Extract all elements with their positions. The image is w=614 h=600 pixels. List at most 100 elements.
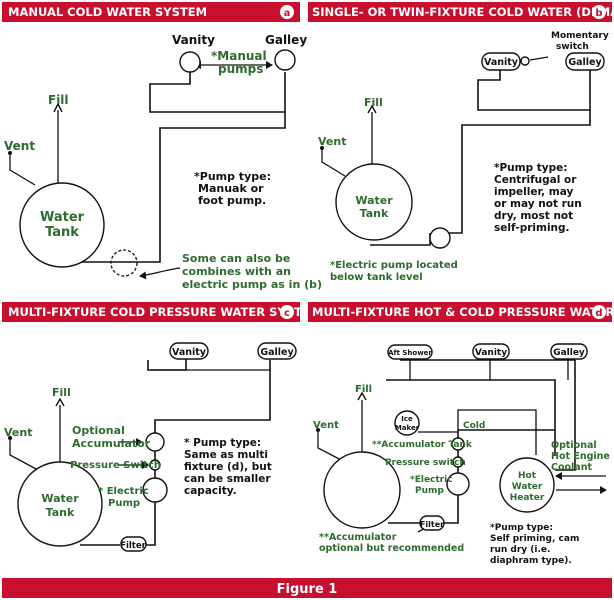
panel-a-manual-pumps-label: *Manual xyxy=(211,49,267,63)
panel-a-pump-type-3: foot pump. xyxy=(198,194,266,207)
panel-d-vent-cap-icon xyxy=(316,428,320,432)
panel-b-vanity-branch xyxy=(477,70,590,111)
panel-c-vanity-label: Vanity xyxy=(172,347,207,358)
panel-d-title: MULTI-FIXTURE HOT & COLD PRESSURE WATER xyxy=(312,305,614,319)
panel-c-accumulator xyxy=(145,432,165,452)
panel-c-vanity-fixture xyxy=(169,342,209,360)
panel-b-pump-note-2: below tank level xyxy=(330,272,423,283)
panel-a-note-arrow xyxy=(139,267,181,280)
panel-a-tank-label-2: Tank xyxy=(45,225,79,240)
panel-a-note-3: electric pump as in (b) xyxy=(182,278,322,291)
panel-a-manual-pumps-label-2: pumps xyxy=(218,62,263,76)
panel-b-vent-cap-icon xyxy=(320,146,324,150)
panel-d-aft-shower-fixture xyxy=(387,344,433,360)
panel-c-vent-label: Vent xyxy=(4,426,32,439)
panel-c-pressure-switch-label: Pressure Switch xyxy=(70,460,161,471)
panel-d-pump-label-1: *Electric xyxy=(410,475,453,485)
panel-d-hot-supply xyxy=(555,360,576,471)
panel-d-vanity-label: Vanity xyxy=(475,348,507,358)
panel-a-vent-pipe xyxy=(9,155,36,186)
panel-b-pump-type-2: Centrifugal or xyxy=(494,174,577,186)
panel-c-pump-type-2: Same as multi xyxy=(184,449,268,461)
panel-a-note-1: Some can also be xyxy=(182,252,290,265)
panel-c-supply-pipe xyxy=(80,360,271,546)
panel-a-vanity-label: Vanity xyxy=(172,33,215,47)
panel-d-fill-label: Fill xyxy=(355,384,372,395)
panel-a-badge-letter: a xyxy=(284,8,291,19)
panel-b-pump-type-4: or may not run xyxy=(494,198,582,210)
panel-d-galley-label: Galley xyxy=(553,348,585,358)
panel-c-pump-label-1: * Electric xyxy=(98,486,149,497)
panel-a-title: MANUAL COLD WATER SYSTEM xyxy=(8,5,207,19)
panel-d-heater-label-1: Hot xyxy=(518,471,537,481)
panel-c-filter-label: Filter xyxy=(120,541,146,551)
panel-d-heater-label-2: Water xyxy=(512,482,543,492)
panel-d-hot-water-heater xyxy=(499,457,555,513)
panel-d-accumulator-tank xyxy=(451,437,465,451)
panel-b-tank-label-1: Water xyxy=(355,194,393,207)
panel-a-vent-cap-icon xyxy=(8,151,12,155)
panel-c-accumulator-label-2: Accumulator xyxy=(72,437,151,450)
panel-c-filter xyxy=(120,536,147,552)
panel-d-electric-pump xyxy=(446,472,470,496)
panel-a-pump-type-2: Manuak or xyxy=(198,182,264,195)
panel-c-vent-pipe xyxy=(9,440,39,471)
panel-d-vent-pipe xyxy=(317,432,346,463)
panel-b-momentary-switch xyxy=(520,56,530,66)
panel-c-pump-label-2: Pump xyxy=(108,498,140,509)
panel-c-fill-cap-icon xyxy=(55,397,65,407)
panel-c-title-bar xyxy=(2,302,300,322)
panel-b-pump-note-1: *Electric pump located xyxy=(330,260,458,271)
panel-b-pump-type-1: *Pump type: xyxy=(494,162,567,174)
panel-d-pump-label-2: Pump xyxy=(415,486,444,496)
panel-d-filter xyxy=(419,515,445,531)
panel-a-galley-pump xyxy=(274,49,296,71)
panel-c-fill-label: Fill xyxy=(52,386,71,399)
panel-b-vent-pipe xyxy=(321,150,346,177)
panel-d-accumulator-tank-label: **Accumulator Tank xyxy=(372,440,473,450)
panel-d-pump-type-1: *Pump type: xyxy=(490,523,553,533)
panel-d-badge-letter: d xyxy=(595,308,602,319)
panel-c-title: MULTI-FIXTURE COLD PRESSURE WATER SYSTEM xyxy=(8,305,321,319)
panel-c-tank-label-1: Water xyxy=(41,492,79,505)
figure-caption-bar xyxy=(2,578,612,598)
panel-c-electric-pump xyxy=(142,477,168,503)
panel-b-vanity-label: Vanity xyxy=(484,57,519,68)
panel-b-electric-pump xyxy=(429,227,451,249)
panel-b-fill-cap-icon xyxy=(367,104,377,114)
panel-d-galley-fixture xyxy=(550,343,588,360)
panel-d-coolant-label-1: Optional xyxy=(551,440,597,451)
panel-c-badge-letter: c xyxy=(284,308,290,319)
panel-d-cold-label: Cold xyxy=(463,421,485,431)
panel-a-tank-label-1: Water xyxy=(40,210,85,225)
panel-d-water-tank xyxy=(323,451,401,529)
panel-d-accum-note-1: **Accumulator xyxy=(319,532,397,543)
panel-b-tank-label-2: Tank xyxy=(360,207,389,220)
panel-b-galley-label: Galley xyxy=(568,57,602,68)
panel-d-coolant-label-2: Hot Engine xyxy=(551,451,610,462)
panel-a-vent-label: Vent xyxy=(4,139,35,153)
panel-b: SINGLE- OR TWIN-FIXTURE COLD WATER (DEMA… xyxy=(308,2,614,283)
panel-b-badge-letter: b xyxy=(595,8,602,19)
panel-b-fill-label: Fill xyxy=(364,96,383,109)
panel-d-coolant-label-3: Coolant xyxy=(551,462,592,473)
panel-d-cold-to-heater xyxy=(457,409,537,455)
panel-c-galley-fixture xyxy=(257,342,297,360)
panel-d-ice-label-1: Ice xyxy=(401,415,413,423)
panel-d-vent-label: Vent xyxy=(313,420,339,431)
panel-d-title-bar xyxy=(308,302,612,322)
panel-b-switch-label-2: switch xyxy=(556,42,589,52)
panel-d-hot-header xyxy=(386,379,556,455)
panel-b-title-bar xyxy=(308,2,612,22)
panel-d-accum-note-2: optional but recommended xyxy=(319,543,464,554)
panel-d-pressure-switch-label: Pressure switch xyxy=(385,458,466,468)
panel-c-pump-type-1: * Pump type: xyxy=(184,437,261,449)
panel-c-vanity-branch xyxy=(147,358,187,371)
panel-d-fill-cap-icon xyxy=(357,391,367,401)
panel-d-pump-type-3: run dry (i.e. xyxy=(490,545,550,555)
panel-d-heater-label-3: Heater xyxy=(510,493,545,503)
panel-a-fill-label: Fill xyxy=(48,93,69,107)
panel-c-accumulator-label-1: Optional xyxy=(72,424,125,437)
panel-c-badge xyxy=(280,305,294,319)
panel-a-supply-pipe xyxy=(60,72,286,263)
